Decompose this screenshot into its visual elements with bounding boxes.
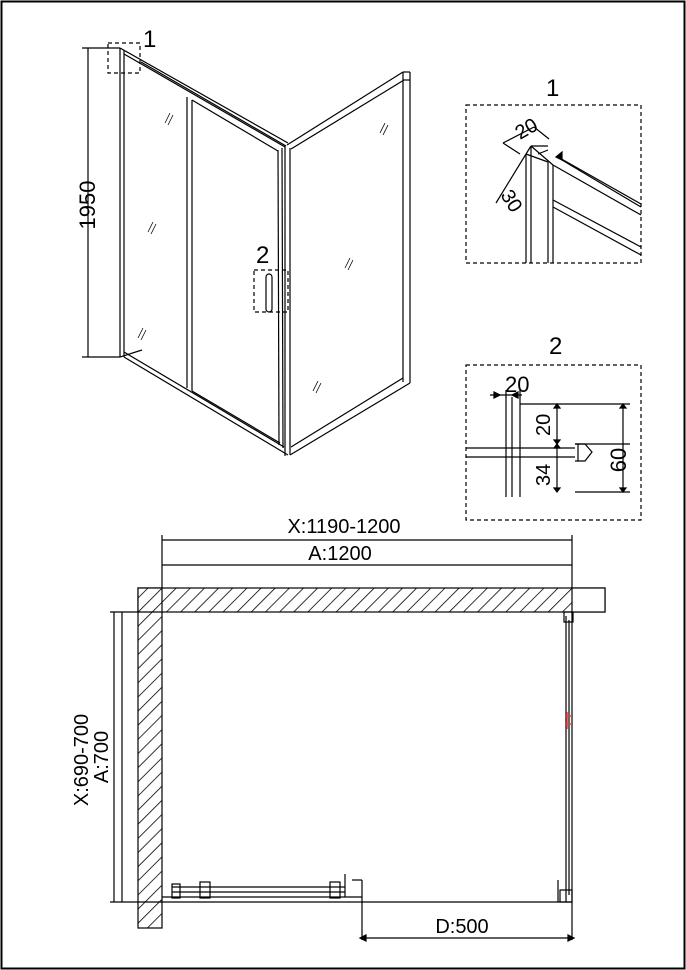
handle-marker: [565, 712, 572, 729]
wall-end: [571, 587, 606, 613]
callout-box-top: [107, 42, 141, 74]
front-panel-frame: [119, 47, 289, 456]
front-doors-plan: [162, 874, 573, 940]
callout-number-handle: 2: [256, 242, 269, 269]
callout-number-top: 1: [143, 26, 156, 53]
side-panel-plan: [557, 611, 574, 903]
callout-box-handle: [253, 269, 289, 313]
detail-2-dim-upper: 20: [533, 414, 555, 436]
detail-2-border: [465, 364, 642, 521]
detail-2-dim-width: 20: [505, 372, 529, 397]
door-dimension: [358, 934, 576, 942]
detail-1-dim-a-line: [502, 126, 535, 144]
top-wall: [137, 587, 606, 613]
detail-2-dim-lower: 34: [533, 464, 555, 486]
door-handle: [265, 273, 273, 313]
plan-depth-a: A:700: [91, 731, 113, 783]
detail-2: [465, 364, 642, 521]
front-glass-panels: [186, 97, 284, 449]
detail-1: [465, 104, 642, 264]
height-dimension: [82, 47, 120, 358]
detail-1-title: 1: [546, 75, 559, 102]
plan-range-y: X:690-700: [71, 714, 93, 806]
side-panel-frame: [286, 71, 411, 456]
plan-view: [110, 535, 606, 942]
perspective-view: [82, 42, 411, 456]
left-wall: [137, 587, 163, 929]
plan-range-x: X:1190-1200: [287, 516, 400, 538]
plan-width-a: A:1200: [308, 543, 371, 565]
width-dimensions: [161, 535, 573, 588]
plan-door-d: D:500: [435, 916, 488, 938]
detail-2-dim-total: 60: [606, 448, 631, 472]
detail-1-dim-b-line: [495, 153, 527, 204]
corner-post: [284, 145, 291, 456]
detail-1-dim-a: 20: [512, 114, 542, 144]
height-label: 1950: [75, 181, 100, 230]
detail-2-title: 2: [549, 333, 562, 360]
glass-reflection-marks: [137, 112, 389, 394]
depth-dimensions: [110, 611, 162, 903]
detail-1-dim-b: 30: [496, 186, 526, 217]
